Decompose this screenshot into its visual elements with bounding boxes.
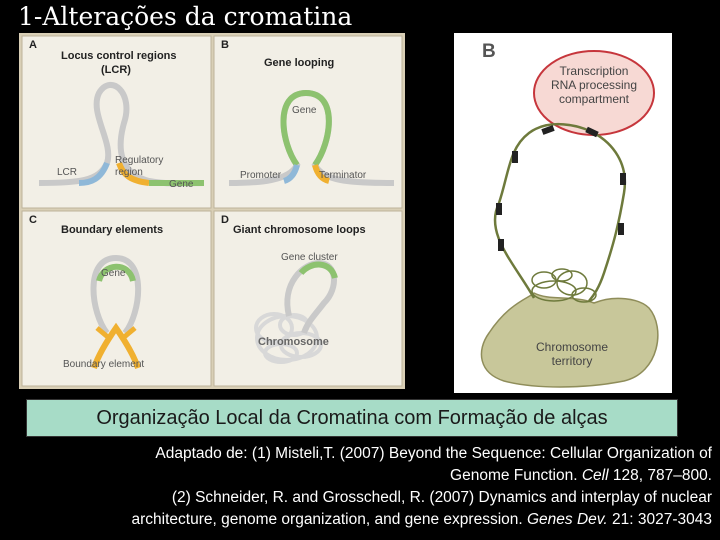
boundary-element-label: Boundary element bbox=[63, 359, 144, 370]
terminator-label: Terminator bbox=[319, 170, 367, 181]
reference-line-2: Genome Function. Cell 128, 787–800. bbox=[12, 465, 712, 487]
panel-c-gene-label: Gene bbox=[101, 268, 126, 279]
regulatory-label-line2: region bbox=[115, 167, 143, 178]
panel-d-title: Giant chromosome loops bbox=[233, 224, 366, 236]
gene-cluster-label: Gene cluster bbox=[281, 252, 338, 263]
territory-label-line1: Chromosome bbox=[536, 340, 608, 354]
panel-b-letter: B bbox=[221, 39, 229, 51]
chromosome-territory-figure: B Transcription RNA processing compartme… bbox=[454, 33, 672, 393]
promoter-label: Promoter bbox=[240, 170, 282, 181]
references: Adaptado de: (1) Misteli,T. (2007) Beyon… bbox=[12, 443, 712, 531]
figure-b-letter: B bbox=[482, 41, 496, 62]
regulatory-label-line1: Regulatory bbox=[115, 155, 163, 166]
compartment-label-line2: RNA processing bbox=[551, 78, 637, 92]
panel-b-title: Gene looping bbox=[264, 57, 334, 69]
reference-line-2-text: Genome Function. bbox=[450, 467, 582, 484]
panel-a-title-line1: Locus control regions bbox=[61, 50, 177, 62]
panel-a-gene-label: Gene bbox=[169, 179, 194, 190]
journal-cell: Cell bbox=[582, 467, 609, 484]
reference-line-4: architecture, genome organization, and g… bbox=[12, 509, 712, 531]
panel-a-title-line2: (LCR) bbox=[101, 64, 131, 76]
panel-b-gene-label: Gene bbox=[292, 105, 317, 116]
figure-caption-text: Organização Local da Cromatina com Forma… bbox=[96, 407, 607, 430]
loop-models-figure: A Locus control regions (LCR) LCR Regula… bbox=[19, 33, 405, 389]
lcr-label: LCR bbox=[57, 167, 77, 178]
reference-line-3: (2) Schneider, R. and Grosschedl, R. (20… bbox=[12, 487, 712, 509]
reference-line-4-text: architecture, genome organization, and g… bbox=[132, 511, 528, 528]
chromosome-label: Chromosome bbox=[258, 336, 329, 348]
figure-caption: Organização Local da Cromatina com Forma… bbox=[26, 399, 678, 437]
reference-line-1: Adaptado de: (1) Misteli,T. (2007) Beyon… bbox=[12, 443, 712, 465]
reference-line-2-citation: 128, 787–800. bbox=[609, 467, 712, 484]
reference-line-4-citation: 21: 3027-3043 bbox=[608, 511, 712, 528]
slide-title: 1-Alterações da cromatina bbox=[18, 2, 352, 31]
panel-c-letter: C bbox=[29, 214, 37, 226]
compartment-label-line3: compartment bbox=[559, 92, 630, 106]
territory-label-line2: territory bbox=[552, 354, 593, 368]
compartment-label-line1: Transcription bbox=[560, 64, 629, 78]
panel-a-letter: A bbox=[29, 39, 37, 51]
panel-c-title: Boundary elements bbox=[61, 224, 163, 236]
journal-genes-dev: Genes Dev. bbox=[527, 511, 608, 528]
panel-d-letter: D bbox=[221, 214, 229, 226]
